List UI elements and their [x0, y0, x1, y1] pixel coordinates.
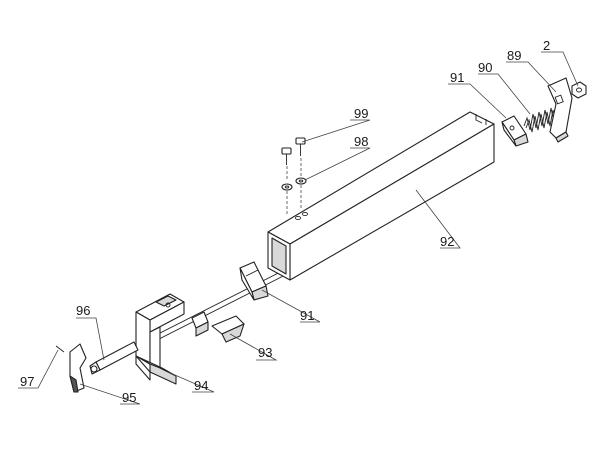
- part-97-pin: [55, 345, 65, 353]
- part-91-guide-mid: [239, 261, 269, 301]
- callout-2: 2: [543, 38, 550, 53]
- callout-91-mid: 91: [300, 308, 314, 323]
- part-92-tube: [267, 111, 495, 281]
- part-99-bolts: [281, 137, 306, 180]
- callout-93: 93: [258, 345, 272, 360]
- callout-91-top: 91: [450, 70, 464, 85]
- part-89-bracket: [547, 77, 573, 143]
- callout-95: 95: [122, 390, 136, 405]
- part-94-jaw: [135, 293, 185, 385]
- callout-98: 98: [354, 134, 368, 149]
- part-98-washers: [281, 177, 307, 214]
- callout-labels: 2 89 90 91 99 98 92 91 96 93 97 94 95: [20, 38, 550, 405]
- part-90-spring: [523, 107, 557, 133]
- part-93-jaw-pads: [191, 311, 245, 343]
- callout-97: 97: [20, 374, 34, 389]
- callout-99: 99: [354, 106, 368, 121]
- callout-96: 96: [76, 303, 90, 318]
- callout-92: 92: [440, 234, 454, 249]
- part-2-nut: [571, 81, 587, 99]
- callout-89: 89: [507, 48, 521, 63]
- part-96-lever: [89, 341, 139, 375]
- callout-leaders: [18, 51, 579, 405]
- callout-94: 94: [194, 378, 208, 393]
- callout-90: 90: [478, 60, 492, 75]
- part-95-handle: [69, 343, 87, 393]
- part-91-guide-top: [501, 115, 529, 147]
